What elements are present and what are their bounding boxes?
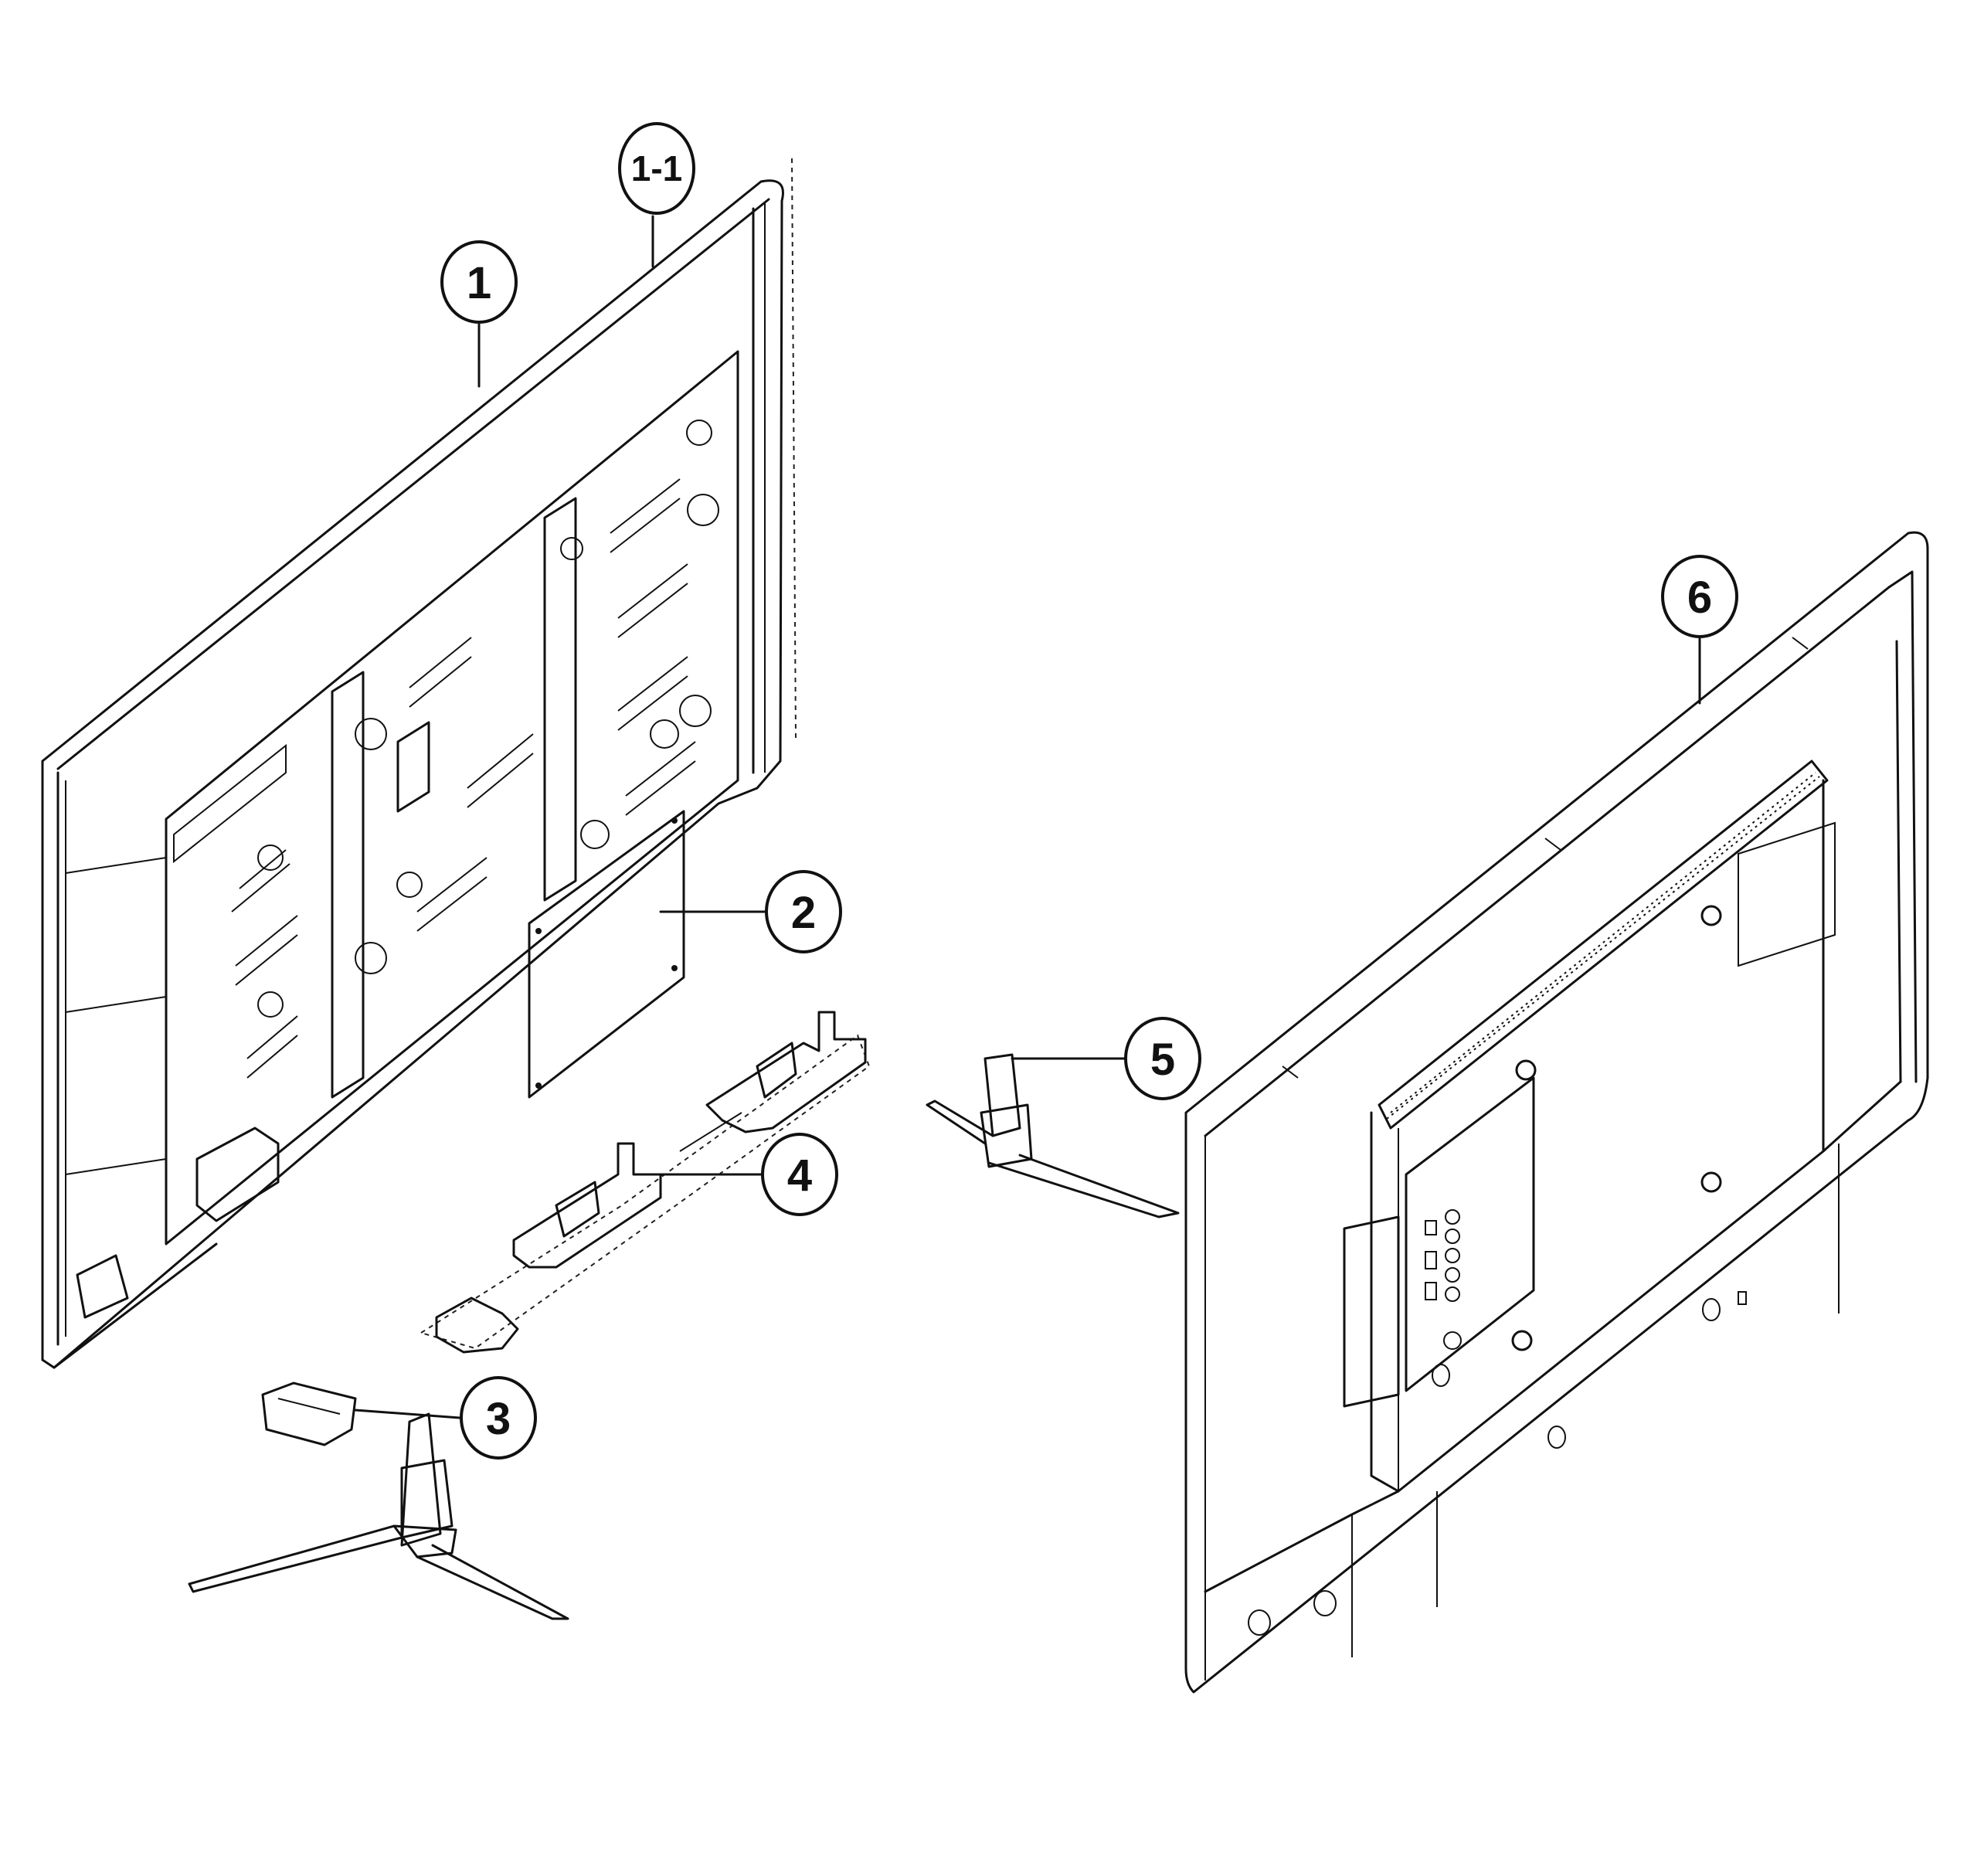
callout-5-label: 5 [1150, 1035, 1175, 1085]
callout-3-label: 3 [486, 1394, 511, 1444]
callout-6-label: 6 [1687, 573, 1712, 623]
callout-4-label: 4 [787, 1150, 812, 1201]
callout-1-1: 1-1 [618, 122, 695, 215]
callout-2-label: 2 [791, 888, 816, 938]
callout-1: 1 [440, 240, 518, 324]
leader-lines [354, 215, 1701, 1419]
rear-chassis-panel [41, 158, 797, 1369]
single-stand-leg [926, 1053, 1180, 1218]
vent-grille [1386, 772, 1820, 1120]
stand-base [188, 1382, 569, 1620]
callout-1-label: 1 [467, 258, 491, 308]
board-plate [528, 810, 685, 1099]
callout-3: 3 [460, 1376, 537, 1460]
callout-2: 2 [765, 870, 842, 953]
callout-6: 6 [1661, 555, 1738, 638]
callout-4: 4 [761, 1133, 838, 1216]
callout-1-1-label: 1-1 [631, 148, 682, 189]
callout-5: 5 [1124, 1017, 1201, 1100]
rear-cover [1184, 531, 1929, 1694]
